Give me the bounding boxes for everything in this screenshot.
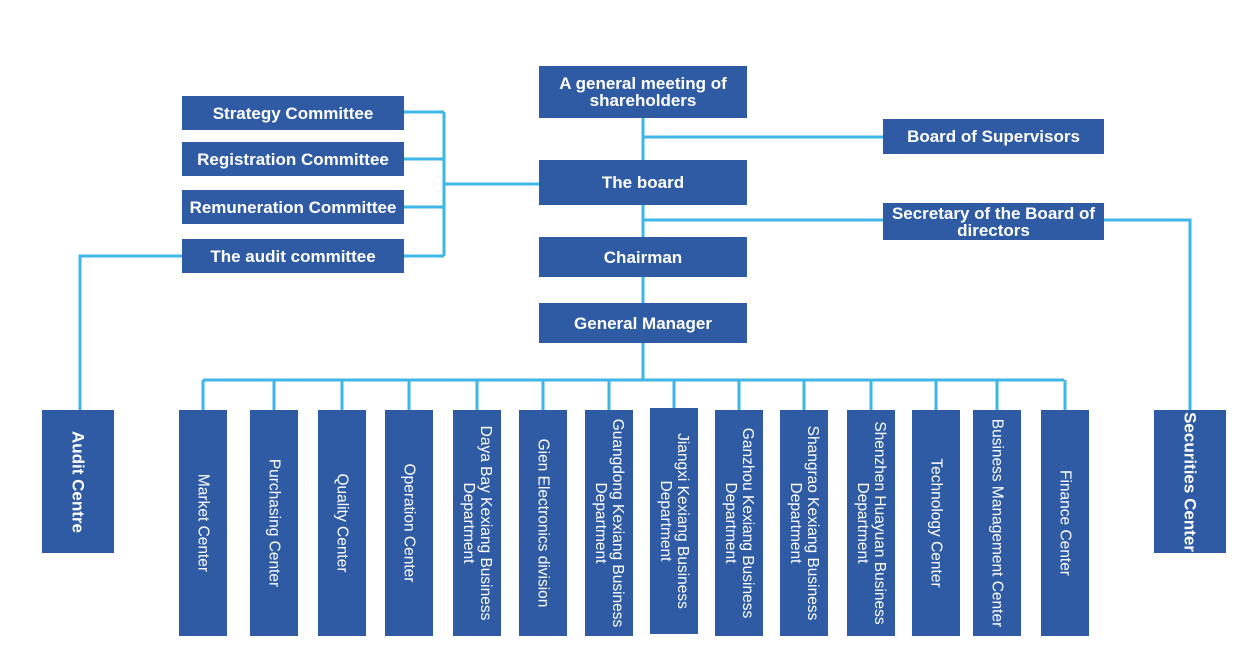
department-shenzhen: Shenzhen Huayuan Business Department [847, 410, 895, 636]
secretary-label: Secretary of the Board of directors [891, 203, 1096, 240]
committee-registration: Registration Committee [182, 142, 404, 176]
link-audit-centre [78, 254, 182, 410]
department-finance: Finance Center [1041, 410, 1089, 636]
department-label: Operation Center [400, 463, 418, 583]
chairman-label: Chairman [603, 247, 683, 267]
board-label: The board [601, 173, 685, 192]
department-purchasing: Purchasing Center [250, 410, 298, 636]
supervisors-box: Board of Supervisors [883, 119, 1104, 154]
shareholders-box: A general meeting of shareholders [539, 66, 747, 118]
shareholders-label: A general meeting of shareholders [559, 74, 727, 110]
department-label: Daya Bay Kexiang Business Department [460, 425, 494, 621]
department-jiangxi: Jiangxi Kexiang Business Department [650, 408, 698, 634]
department-label: Purchasing Center [265, 458, 283, 588]
department-label: Jiangxi Kexiang Business Department [657, 433, 691, 609]
committee-audit: The audit committee [182, 239, 404, 273]
audit-centre-label: Audit Centre [68, 430, 88, 533]
committee-label: The audit committee [210, 246, 376, 266]
department-label: Finance Center [1056, 470, 1074, 576]
department-guangdong: Guangdong Kexiang Business Department [585, 410, 633, 636]
general-manager-label: General Manager [574, 313, 712, 333]
securities-center-box: Securities Center [1154, 410, 1226, 553]
secretary-box: Secretary of the Board of directors [883, 203, 1104, 240]
department-operation: Operation Center [385, 410, 433, 636]
securities-center-label: Securities Center [1180, 411, 1200, 552]
department-market: Market Center [179, 410, 227, 636]
department-ganzhou: Ganzhou Kexiang Business Department [715, 410, 763, 636]
department-label: Technology Center [927, 458, 945, 588]
department-gien: Gien Electronics division [519, 410, 567, 636]
department-business-management: Business Management Center [973, 410, 1021, 636]
general-manager-box: General Manager [539, 303, 747, 343]
department-label: Market Center [194, 473, 212, 573]
department-label: Ganzhou Kexiang Business Department [722, 427, 756, 619]
department-quality: Quality Center [318, 410, 366, 636]
department-shangrao: Shangrao Kexiang Business Department [780, 410, 828, 636]
department-label: Gien Electronics division [534, 438, 552, 608]
department-label: Quality Center [333, 473, 351, 573]
committee-strategy: Strategy Committee [182, 96, 404, 130]
supervisors-label: Board of Supervisors [907, 127, 1080, 146]
department-technology: Technology Center [912, 410, 960, 636]
chairman-box: Chairman [539, 237, 747, 277]
audit-centre-box: Audit Centre [42, 410, 114, 553]
department-label: Shenzhen Huayuan Business Department [854, 421, 888, 625]
committee-label: Strategy Committee [212, 103, 374, 123]
department-daya-bay: Daya Bay Kexiang Business Department [453, 410, 501, 636]
link-securities [1104, 218, 1192, 410]
board-box: The board [539, 160, 747, 205]
department-label: Guangdong Kexiang Business Department [592, 418, 626, 628]
committee-label: Registration Committee [197, 149, 389, 169]
committee-remuneration: Remuneration Committee [182, 190, 404, 224]
department-label: Shangrao Kexiang Business Department [787, 425, 821, 621]
department-label: Business Management Center [988, 418, 1006, 628]
committee-label: Remuneration Committee [189, 197, 397, 217]
